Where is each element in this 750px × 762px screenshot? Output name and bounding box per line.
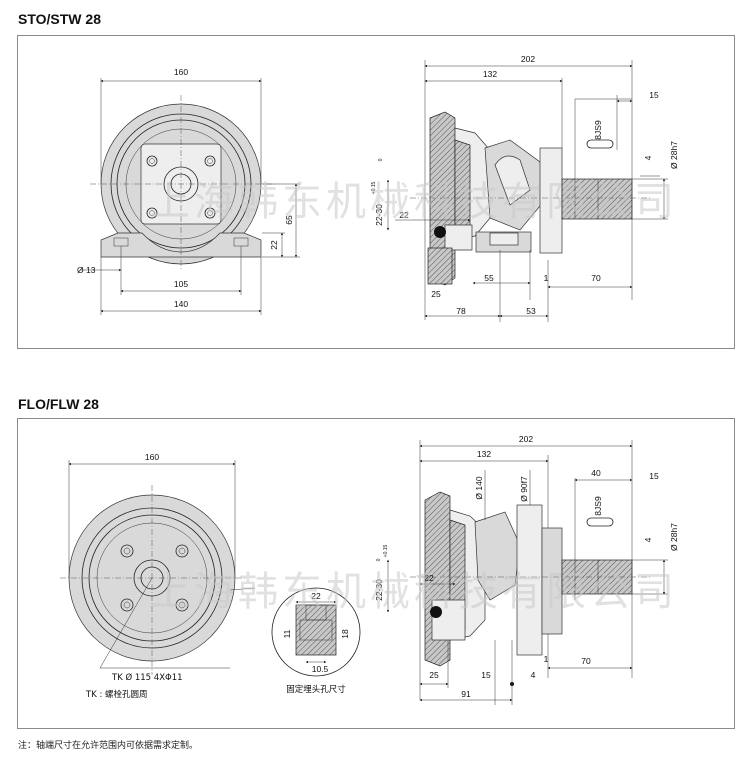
flo-front-view: 160 TK Ø 115 4XΦ11 TK : 螺栓孔圆周 <box>60 452 245 700</box>
dim-flo-flange-diameter: Ø 140 <box>474 476 484 499</box>
dim-sto-groove: 22 <box>399 210 409 220</box>
dim-sto-foot-width: 140 <box>174 299 188 309</box>
section-title-flo-flw: FLO/FLW 28 <box>18 396 99 412</box>
sto-front-view: 160 65 22 Ø 13 105 140 <box>77 67 300 315</box>
flo-legend-bolt-circle: TK : 螺栓孔圆周 <box>85 689 148 700</box>
dim-sto-key-offset: 15 <box>649 90 659 100</box>
dim-flo-pilot-offset: 4 <box>531 670 536 680</box>
dim-flo-shaft-diameter: Ø 28h7 <box>669 523 679 551</box>
dim-sto-tolerance-upper: +0.15 <box>371 181 377 194</box>
dim-flo-mount-width: 25 <box>429 670 439 680</box>
dim-flo-key-depth: 4 <box>643 537 653 542</box>
dim-sto-total-length: 202 <box>521 54 535 64</box>
dim-sto-base-offset: 53 <box>526 306 536 316</box>
dim-flo-pilot-diameter: Ø 90f7 <box>519 476 529 502</box>
dim-flo-tolerance-lower: 0 <box>376 558 382 561</box>
dim-flo-tolerance-upper: +0.15 <box>383 544 389 557</box>
dim-flo-key-start: 40 <box>591 468 601 478</box>
dim-sto-center-height: 65 <box>284 215 294 225</box>
detail-dim-left: 11 <box>282 629 292 638</box>
detail-dim-right: 18 <box>340 629 350 639</box>
watermark-bottom: 上海韩东机械科技有限公司 <box>150 569 678 615</box>
section-title-sto-stw: STO/STW 28 <box>18 11 101 27</box>
dim-sto-thickness-range: 22-30 <box>374 204 384 226</box>
dim-flo-body-length: 132 <box>477 449 491 459</box>
dim-flo-groove: 22 <box>424 573 434 583</box>
dim-sto-gap: 1 <box>544 273 549 283</box>
dim-flo-mount-offset: 91 <box>461 689 471 699</box>
dim-sto-key-depth: 4 <box>643 155 653 160</box>
dim-flo-front-width: 160 <box>145 452 159 462</box>
dim-flo-keyway: 8JS9 <box>593 496 603 516</box>
dim-flo-gap: 1 <box>544 654 549 664</box>
dim-sto-shaft-length: 70 <box>591 273 601 283</box>
detail-caption: 固定埋头孔尺寸 <box>286 684 346 695</box>
dim-sto-body-length: 132 <box>483 69 497 79</box>
sto-side-view: 202 132 15 8JS9 4 Ø 28h7 22-30 +0.15 0 2… <box>371 54 679 322</box>
dim-flo-bolt-circle: TK Ø 115 4XΦ11 <box>111 672 183 683</box>
watermark-top: 上海韩东机械科技有限公司 <box>150 179 678 225</box>
dim-sto-mount-width: 25 <box>431 289 441 299</box>
flo-side-view: 202 132 40 15 Ø 140 Ø 90f7 8JS9 4 Ø 28h7… <box>374 434 679 705</box>
dim-sto-shaft-diameter: Ø 28h7 <box>669 141 679 169</box>
dim-sto-hole-spacing: 105 <box>174 279 188 289</box>
dim-flo-key-offset: 15 <box>649 471 659 481</box>
dim-sto-foot-height: 22 <box>269 240 279 250</box>
dim-sto-front-width: 160 <box>174 67 188 77</box>
detail-dim-bottom: 10.5 <box>312 664 329 674</box>
dim-sto-tolerance-lower: 0 <box>378 158 384 161</box>
dim-flo-shaft-length: 70 <box>581 656 591 666</box>
dim-flo-thickness-range: 22-30 <box>374 579 384 601</box>
dim-flo-flange-offset: 15 <box>481 670 491 680</box>
detail-dim-top: 22 <box>311 591 321 601</box>
flo-countersink-detail: 22 11 18 10.5 固定埋头孔尺寸 <box>229 587 361 695</box>
dim-sto-keyway: 8JS9 <box>593 120 603 140</box>
dim-sto-mount-offset: 78 <box>456 306 466 316</box>
dim-sto-base-length: 55 <box>484 273 494 283</box>
dim-flo-total-length: 202 <box>519 434 533 444</box>
dim-sto-hole-diameter: Ø 13 <box>77 265 96 275</box>
footnote: 注：轴端尺寸在允许范围内可依据需求定制。 <box>18 740 199 750</box>
